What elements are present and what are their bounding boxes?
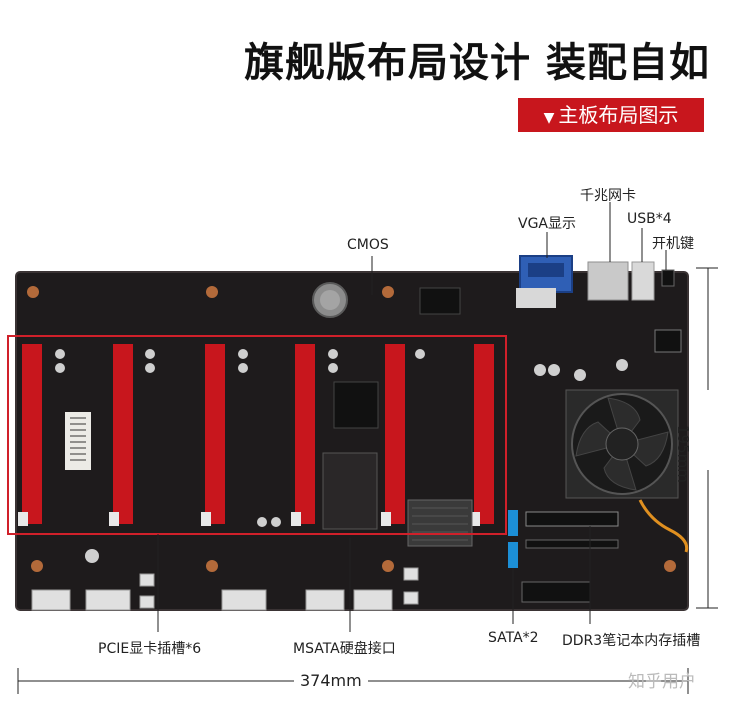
pcie-slot: [474, 344, 494, 524]
pcie-latches: [18, 512, 480, 526]
badge-label: 主板布局图示: [558, 103, 679, 127]
sata-port: [508, 542, 518, 568]
height-dimension: 195mm: [674, 425, 692, 483]
pcie-power-connectors: [31, 567, 419, 611]
pcie-slot: [385, 344, 405, 524]
chipset-chip: [333, 381, 379, 429]
chipset-heatsink: [407, 499, 473, 547]
barcode-sticker: [65, 412, 91, 470]
watermark: 知乎用户: [628, 672, 696, 692]
page-title: 旗舰版布局设计 装配自如: [244, 40, 710, 86]
triangle-down-icon: ▼: [543, 110, 555, 126]
vga-label: VGA显示: [518, 216, 577, 232]
pcie-slots: [22, 344, 494, 524]
power-button: [661, 269, 675, 287]
power-button-label: 开机键: [652, 236, 694, 252]
sata-label: SATA*2: [488, 630, 539, 646]
pcie-slot: [205, 344, 225, 524]
bios-chip: [419, 287, 461, 315]
mounting-hole: [382, 286, 394, 298]
pcie-label: PCIE显卡插槽*6: [98, 641, 202, 657]
mounting-hole: [31, 560, 43, 572]
section-badge: ▼主板布局图示: [518, 98, 704, 132]
motherboard-pcb: [16, 272, 688, 610]
sata-port: [508, 510, 518, 536]
lan-port: [587, 261, 629, 301]
mounting-hole: [206, 560, 218, 572]
cmos-label: CMOS: [347, 237, 389, 253]
mounting-hole: [206, 286, 218, 298]
mounting-hole: [664, 560, 676, 572]
mounting-hole: [382, 560, 394, 572]
usb-label: USB*4: [627, 211, 672, 227]
msata-label: MSATA硬盘接口: [293, 641, 396, 657]
power-connector: [654, 329, 682, 353]
pcie-highlight-box: [7, 335, 507, 535]
lan-label: 千兆网卡: [580, 188, 636, 204]
usb-ports: [631, 261, 655, 301]
msata-slot: [322, 452, 378, 530]
capacitors: [55, 349, 628, 527]
mounting-holes: [27, 286, 676, 572]
pcie-slot: [295, 344, 315, 524]
atx-connector: [521, 581, 591, 603]
width-dimension: 374mm: [294, 671, 368, 690]
motherboard-edge: [15, 271, 689, 611]
pcie-slot: [113, 344, 133, 524]
mounting-hole: [27, 286, 39, 298]
pcie-slot: [22, 344, 42, 524]
ddr3-slot: [525, 511, 619, 527]
ddr3-label: DDR3笔记本内存插槽: [562, 633, 701, 649]
